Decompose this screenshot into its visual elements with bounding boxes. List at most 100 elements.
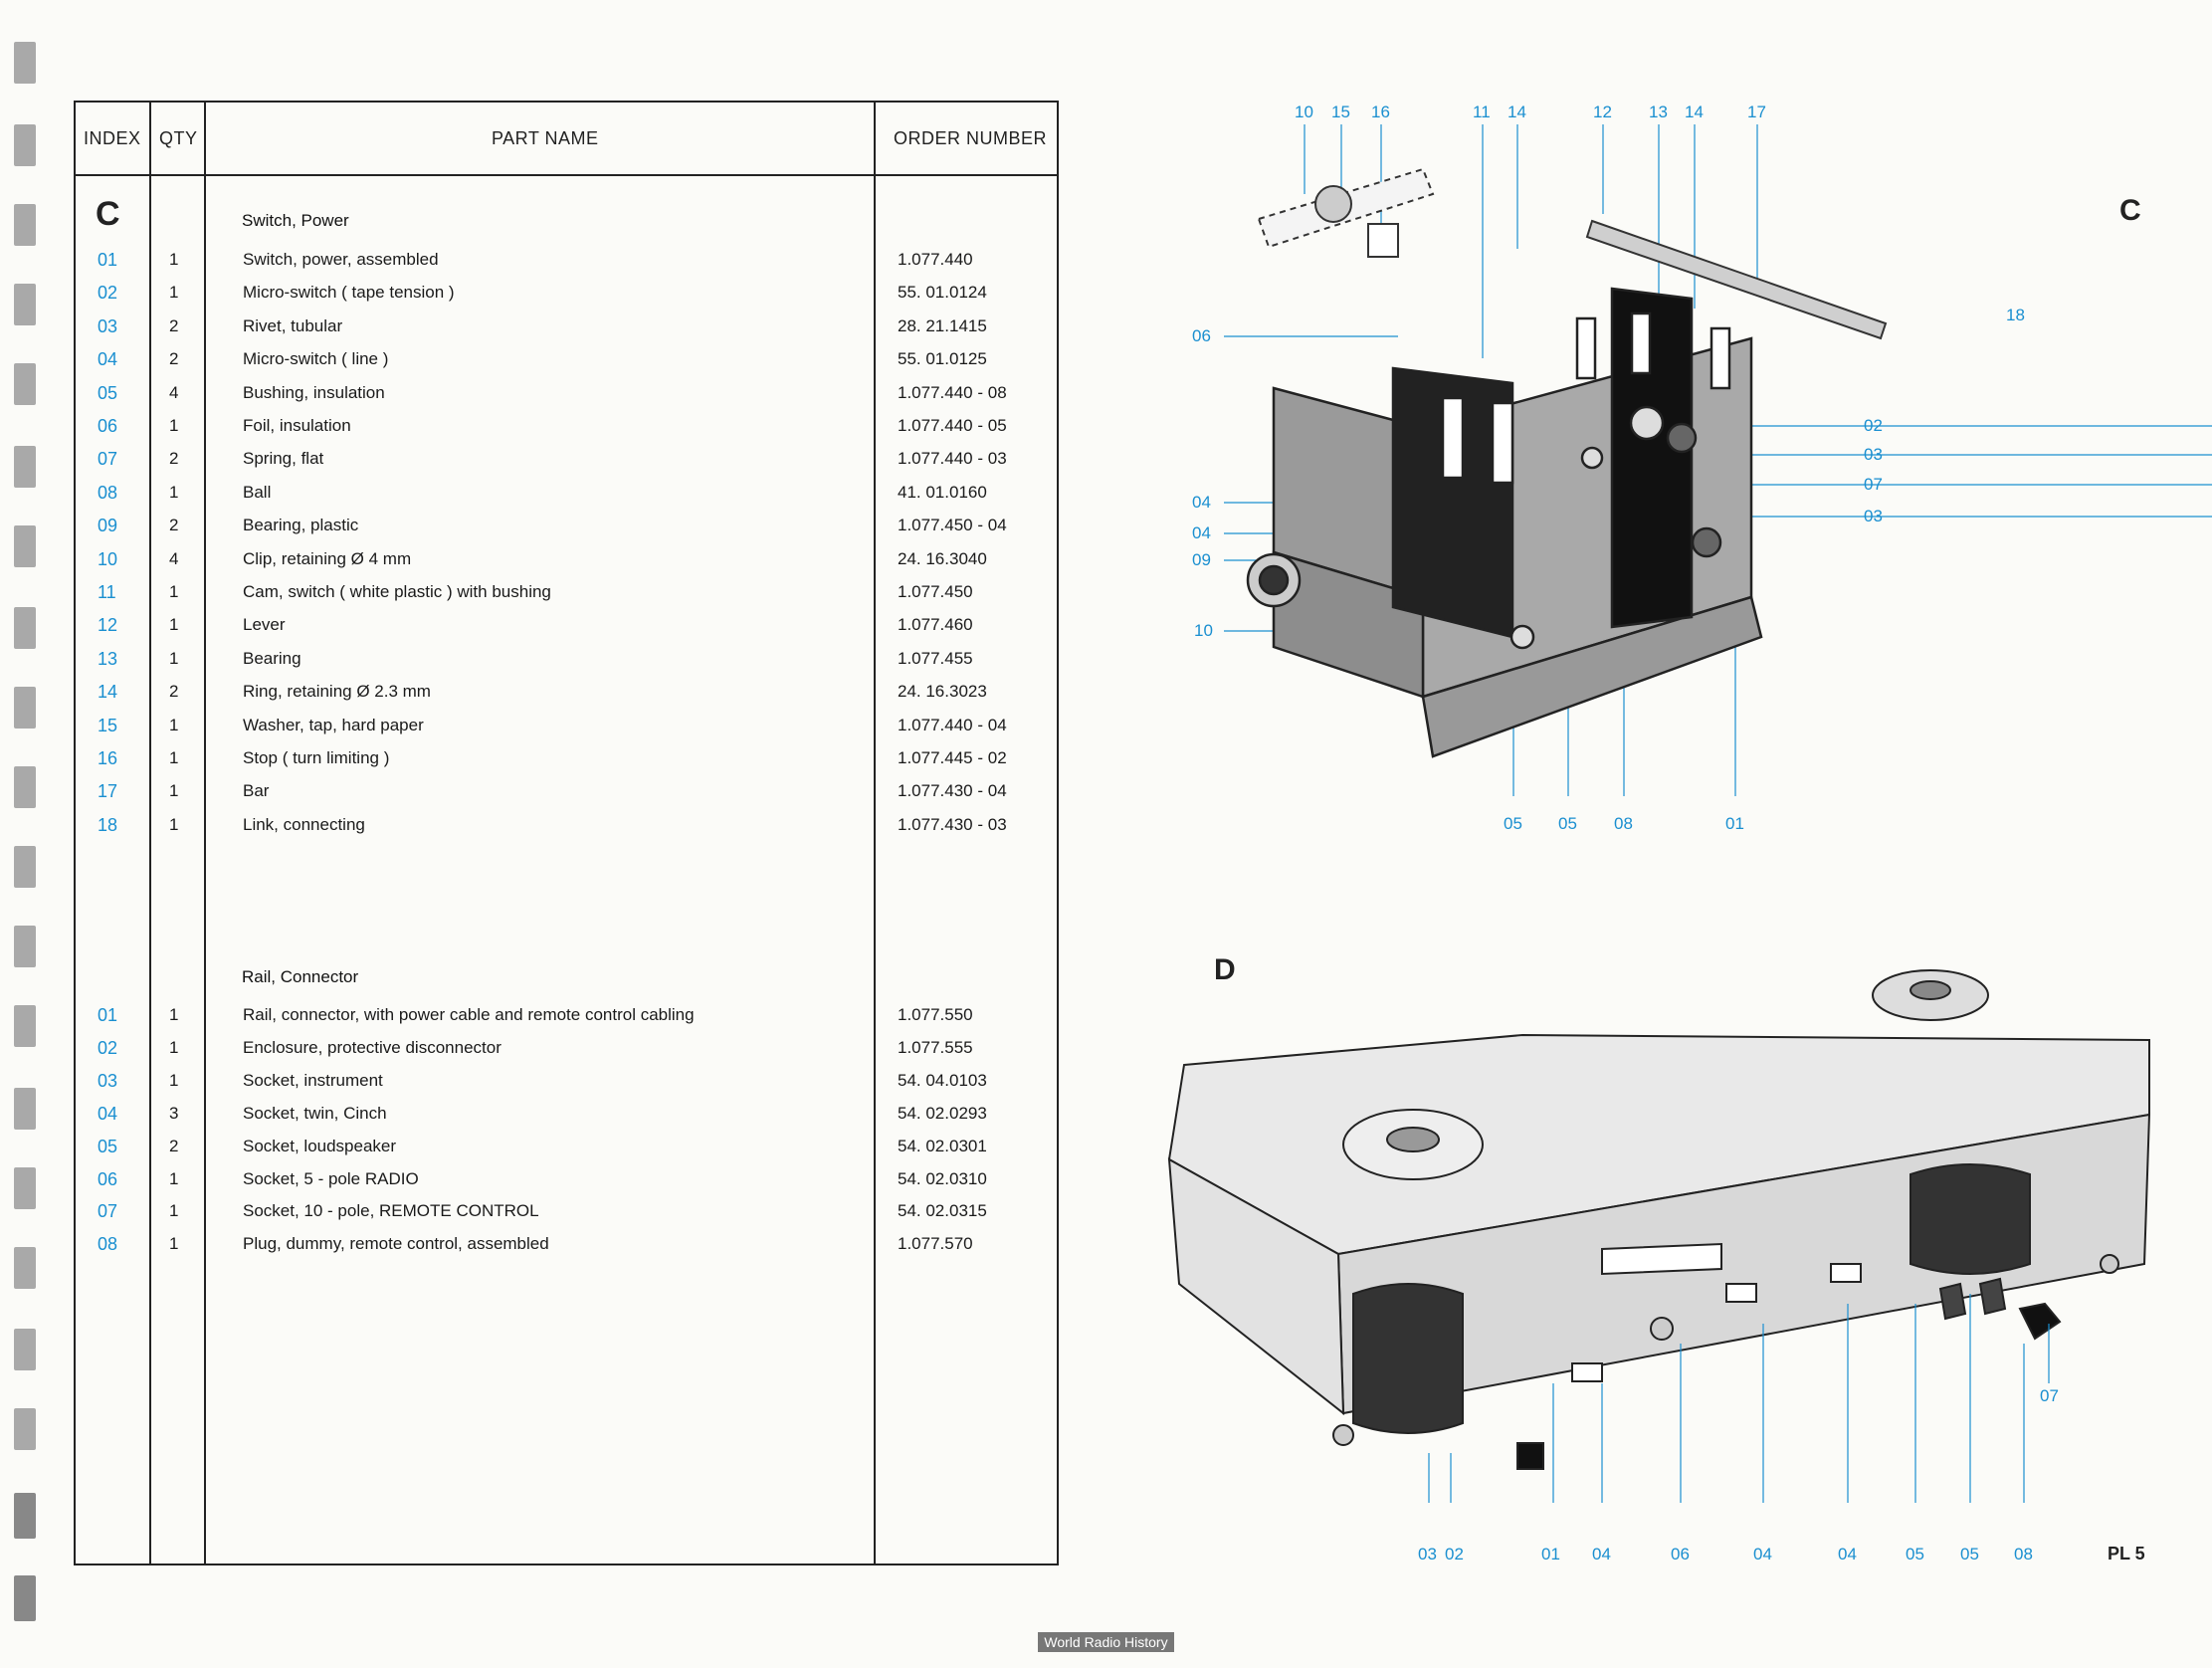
diagram-c-callout-12: 12 [1593,103,1612,121]
header-qty: QTY [159,128,198,148]
row-qty: 1 [169,482,179,502]
diagram-c-callout-05: 05 [1504,814,1522,833]
row-index: 08 [98,1234,118,1255]
row-order-number: 54. 02.0315 [898,1201,987,1221]
row-order-number: 24. 16.3040 [898,548,987,568]
row-part-name: Ring, retaining Ø 2.3 mm [243,682,431,702]
row-part-name: Lever [243,615,286,635]
row-order-number: 28. 21.1415 [898,315,987,335]
diagram-c-callout-11: 11 [1473,103,1491,121]
row-part-name: Socket, 10 - pole, REMOTE CONTROL [243,1201,539,1221]
diagram-d-callout-04: 04 [1838,1545,1857,1564]
row-part-name: Rivet, tubular [243,315,343,335]
row-part-name: Ball [243,482,272,502]
table-row: 07 1 Socket, 10 - pole, REMOTE CONTROL 54. … [76,1201,1057,1225]
row-qty: 1 [169,582,179,601]
row-qty: 1 [169,1005,179,1024]
row-order-number: 55. 01.0125 [898,349,987,369]
row-part-name: Bar [243,781,270,801]
row-order-number: 1.077.550 [898,1005,973,1024]
row-qty: 4 [169,382,179,402]
row-order-number: 1.077.450 - 04 [898,516,1007,535]
diagram-d-callout-04: 04 [1753,1545,1772,1564]
row-part-name: Rail, connector, with power cable and re… [243,1005,695,1024]
row-part-name: Socket, instrument [243,1070,383,1090]
row-order-number: 1.077.440 - 08 [898,382,1007,402]
diagram-c-callout-18: 18 [2006,306,2025,324]
row-order-number: 54. 04.0103 [898,1070,987,1090]
row-part-name: Link, connecting [243,814,365,834]
diagram-d-callout-04: 04 [1592,1545,1611,1564]
diagram-d-callout-07: 07 [2040,1386,2059,1405]
row-qty: 2 [169,449,179,469]
diagram-c-illustration [1224,124,2212,796]
plate-label: PL 5 [2108,1544,2145,1564]
row-index: 18 [98,814,118,835]
table-row: 18 1 Link, connecting 1.077.430 - 03 [76,815,1057,839]
row-order-number: 1.077.450 [898,582,973,601]
row-part-name: Micro-switch ( tape tension ) [243,283,455,303]
group-title-switch-power: Switch, Power [242,211,349,230]
row-index: 02 [98,283,118,304]
parts-table: INDEX QTY PART NAME ORDER NUMBER C Switc… [74,101,1059,1565]
row-index: 04 [98,1103,118,1124]
row-qty: 1 [169,615,179,635]
diagram-c-callout-10: 10 [1194,621,1213,640]
row-qty: 1 [169,814,179,834]
row-qty: 2 [169,516,179,535]
row-index: 15 [98,715,118,735]
row-part-name: Clip, retaining Ø 4 mm [243,548,412,568]
diagram-c-callout-14: 14 [1685,103,1704,121]
row-index: 06 [98,1168,118,1189]
row-index: 06 [98,416,118,436]
row-qty: 1 [169,715,179,734]
diagram-c-callout-08: 08 [1614,814,1633,833]
row-index: 14 [98,682,118,703]
row-qty: 1 [169,416,179,435]
diagram-c-callout-16: 16 [1371,103,1390,121]
row-qty: 1 [169,1201,179,1221]
diagram-d-illustration [1167,969,2151,1503]
group-title-rail-connector: Rail, Connector [242,967,359,986]
diagram-d-callout-03: 03 [1418,1545,1437,1564]
diagram-d-callout-05: 05 [1906,1545,1924,1564]
row-order-number: 54. 02.0293 [898,1103,987,1123]
header-part-name: PART NAME [492,128,599,148]
row-index: 07 [98,1201,118,1222]
row-qty: 1 [169,250,179,269]
diagram-c-callout-14: 14 [1508,103,1526,121]
row-part-name: Washer, tap, hard paper [243,715,424,734]
row-qty: 4 [169,548,179,568]
row-index: 17 [98,781,118,802]
header-index: INDEX [84,128,141,148]
diagram-d-callout-05: 05 [1960,1545,1979,1564]
row-qty: 1 [169,1168,179,1188]
row-order-number: 1.077.430 - 04 [898,781,1007,801]
diagram-c-callout-10: 10 [1295,103,1313,121]
diagram-c-callout-06: 06 [1192,326,1211,345]
row-order-number: 55. 01.0124 [898,283,987,303]
row-index: 03 [98,315,118,336]
row-index: 05 [98,382,118,403]
row-part-name: Stop ( turn limiting ) [243,748,390,767]
row-qty: 3 [169,1103,179,1123]
row-part-name: Foil, insulation [243,416,351,435]
row-qty: 1 [169,748,179,767]
row-qty: 2 [169,349,179,369]
row-order-number: 1.077.430 - 03 [898,814,1007,834]
row-index: 12 [98,615,118,636]
diagram-c-callout-02: 02 [1864,416,1883,435]
